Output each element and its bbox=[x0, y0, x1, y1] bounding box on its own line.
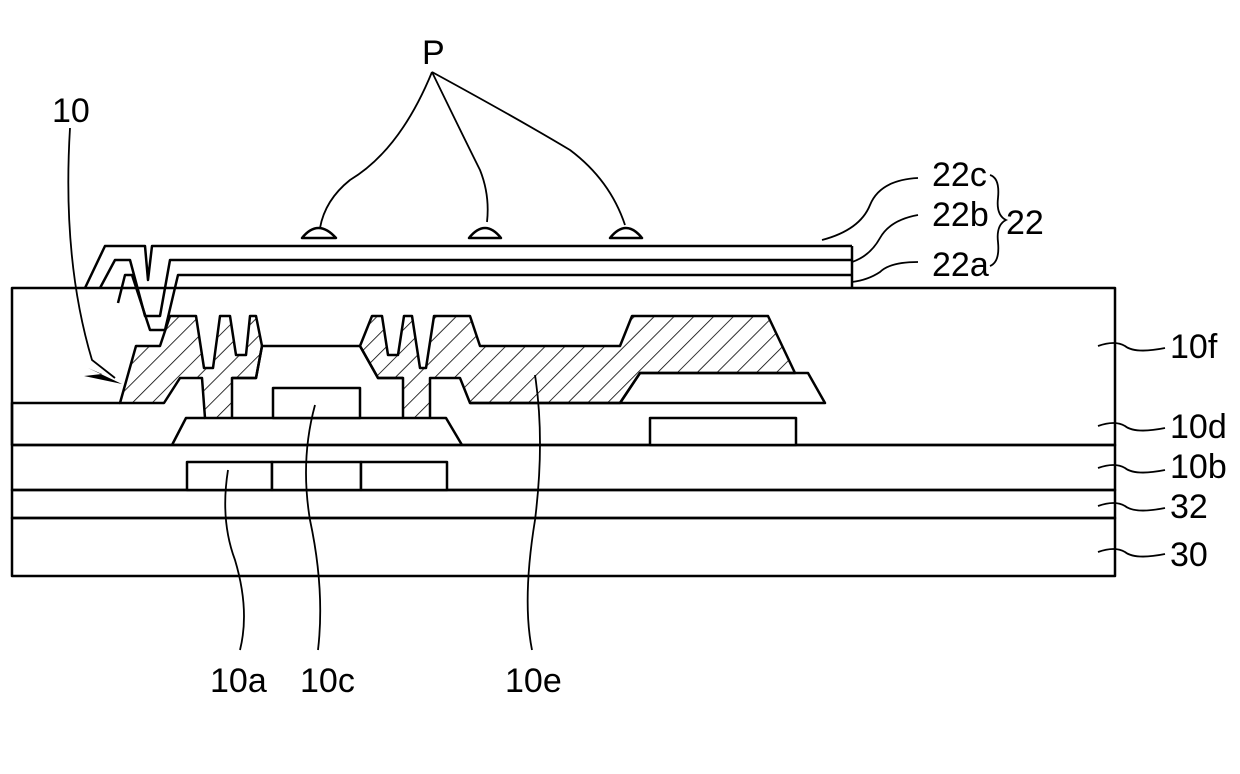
leader-p-3 bbox=[432, 72, 625, 225]
label-10e: 10e bbox=[505, 662, 562, 700]
leader-10b bbox=[1098, 465, 1165, 473]
arrow-head-10 bbox=[84, 368, 122, 384]
leader-22a bbox=[852, 262, 918, 282]
lower-electrode-right bbox=[650, 418, 796, 445]
label-10a: 10a bbox=[210, 662, 267, 700]
buffer-layer-32 bbox=[12, 490, 1115, 518]
particle-1 bbox=[302, 228, 336, 238]
layer-10d-step-right bbox=[430, 418, 462, 445]
electrode-10e-left bbox=[120, 316, 262, 418]
leader-10a bbox=[225, 470, 244, 650]
leader-p-2 bbox=[432, 72, 488, 222]
label-22b: 22b bbox=[932, 196, 989, 234]
layer-10d-step-left bbox=[172, 418, 205, 445]
particle-3 bbox=[610, 228, 642, 238]
leader-10f bbox=[1098, 343, 1165, 351]
substrate-layer-30 bbox=[12, 518, 1115, 576]
leader-32 bbox=[1098, 503, 1165, 511]
film-22c bbox=[85, 246, 852, 288]
leader-22c bbox=[822, 178, 918, 240]
label-22: 22 bbox=[1006, 204, 1044, 242]
semiconductor-drain bbox=[361, 462, 447, 490]
semiconductor-channel bbox=[272, 462, 361, 490]
layer-10d-left bbox=[12, 403, 120, 445]
label-10f: 10f bbox=[1170, 328, 1218, 366]
leader-10c bbox=[306, 405, 320, 650]
label-30: 30 bbox=[1170, 536, 1208, 574]
label-22c: 22c bbox=[932, 156, 987, 194]
label-10d: 10d bbox=[1170, 408, 1227, 446]
leader-10 bbox=[68, 128, 115, 378]
label-10: 10 bbox=[52, 92, 90, 130]
label-10c: 10c bbox=[300, 662, 355, 700]
leader-p-1 bbox=[320, 72, 432, 228]
gate-electrode-10c bbox=[273, 388, 360, 418]
semiconductor-source bbox=[187, 462, 272, 490]
insulating-layer-10b bbox=[12, 445, 1115, 490]
label-32: 32 bbox=[1170, 488, 1208, 526]
particle-2 bbox=[469, 228, 501, 238]
leader-10d bbox=[1098, 423, 1165, 431]
brace-22 bbox=[990, 175, 1006, 266]
leader-30 bbox=[1098, 549, 1165, 557]
label-10b: 10b bbox=[1170, 448, 1227, 486]
label-22a: 22a bbox=[932, 246, 989, 284]
label-p: P bbox=[422, 34, 445, 72]
leader-22b bbox=[852, 215, 918, 262]
leader-10e bbox=[528, 375, 540, 650]
